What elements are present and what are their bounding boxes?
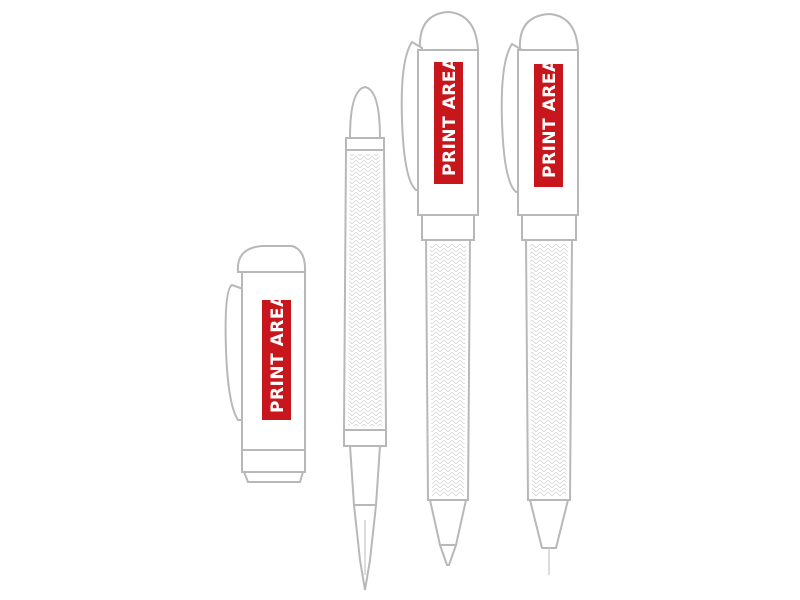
rollerball-pen: PRINT AREA <box>400 10 480 566</box>
print-area-label: PRINT AREA <box>440 56 460 176</box>
pen-cap: PRINT AREA <box>224 245 307 483</box>
print-area-label: PRINT AREA <box>268 293 288 413</box>
fountain-pen <box>342 85 388 591</box>
print-area-cap <box>262 300 291 420</box>
print-area-pencil <box>534 64 563 187</box>
mechanical-pencil: PRINT AREA <box>500 12 580 575</box>
print-area-label: PRINT AREA <box>540 58 560 178</box>
print-area-rollerball <box>434 62 463 184</box>
